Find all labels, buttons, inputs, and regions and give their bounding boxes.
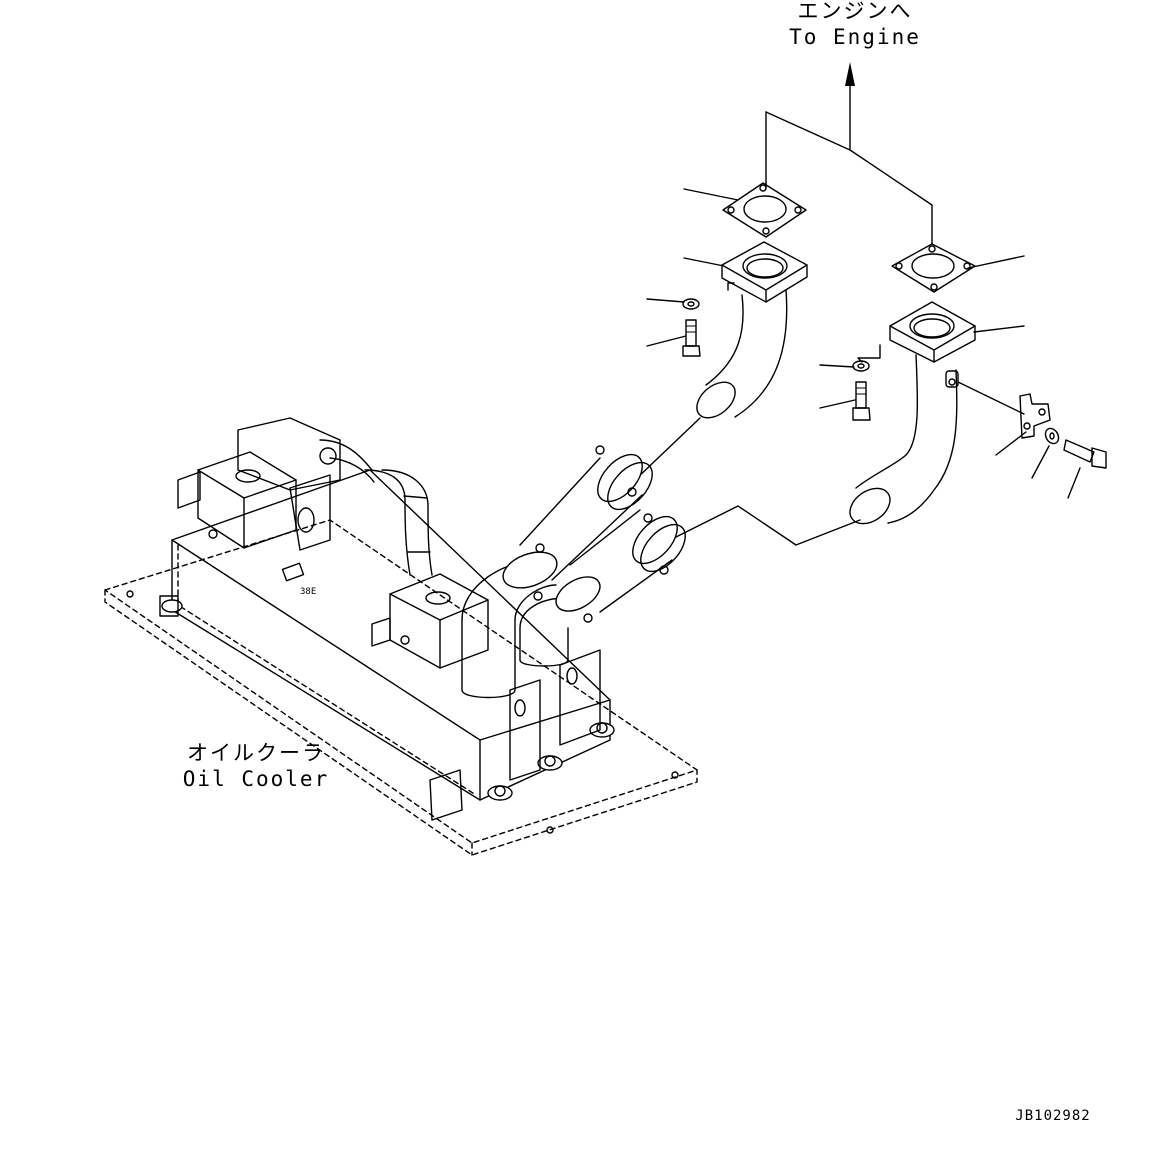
to-engine-arrow bbox=[765, 62, 933, 245]
right-bolt bbox=[852, 381, 871, 421]
leader-lines bbox=[634, 188, 1081, 546]
upper-hose-sleeve bbox=[519, 445, 653, 581]
lower-hose-sleeve bbox=[569, 509, 686, 613]
right-flange-pipe bbox=[849, 301, 976, 525]
cooler-hose bbox=[364, 469, 433, 576]
oil-cooler-base-plate bbox=[104, 519, 698, 856]
bracket-bolt bbox=[1063, 439, 1107, 469]
oil-cooler-label-en: Oil Cooler bbox=[183, 767, 329, 791]
right-washer bbox=[852, 360, 870, 372]
left-bolt bbox=[682, 319, 701, 357]
mounting-bracket bbox=[1019, 393, 1051, 439]
bracket-washer bbox=[1044, 427, 1060, 445]
oil-cooler-body bbox=[159, 469, 615, 801]
cooler-outlet-elbows bbox=[461, 543, 601, 699]
left-flange-pipe bbox=[696, 241, 808, 419]
left-valve-block: 38E bbox=[177, 417, 375, 597]
left-washer bbox=[682, 298, 700, 310]
right-gasket bbox=[891, 243, 976, 293]
left-gasket bbox=[722, 182, 807, 238]
cooler-side-brackets bbox=[429, 649, 601, 821]
to-engine-label-jp: エンジンへ bbox=[798, 0, 913, 23]
part-stamp: 38E bbox=[300, 587, 316, 597]
oil-cooler-label-jp: オイルクーラ bbox=[187, 741, 325, 765]
right-valve-block bbox=[371, 573, 489, 669]
to-engine-label-en: To Engine bbox=[789, 25, 921, 49]
drawing-number: JB102982 bbox=[1015, 1108, 1090, 1124]
